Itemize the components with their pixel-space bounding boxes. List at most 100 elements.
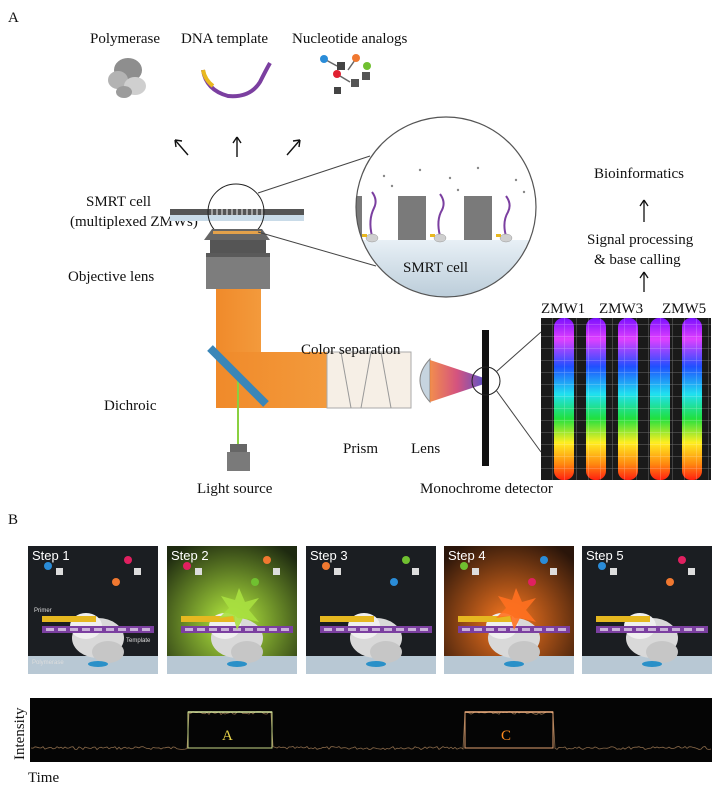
step-nucleotide [610,568,617,575]
step-nucleotide-dye [598,562,606,570]
step-base [130,628,138,631]
pulse-c-label: C [501,728,511,744]
step-polymerase-lobe [92,641,124,663]
smrt-cell-plate [170,209,304,221]
panel-a-label: A [8,10,19,26]
step-nucleotide [56,568,63,575]
step-nucleotide [550,568,557,575]
step-base [546,628,554,631]
step-panel-3: Step 3 [306,546,436,674]
smrt-cell-sublabel: (multiplexed ZMWs) [70,214,198,230]
step-base [696,628,704,631]
step-base [269,628,277,631]
step-label: Step 1 [32,548,70,563]
step-nucleotide-dye [402,556,410,564]
color-separation-label: Color separation [301,342,401,358]
step-base [600,628,608,631]
step-base [209,628,217,631]
step-anchor [227,661,247,667]
polymerase-icon [108,58,146,98]
zmw5-label: ZMW5 [662,301,706,317]
step-base [612,628,620,631]
step-base [118,628,126,631]
step-base [257,628,265,631]
step-base [336,628,344,631]
step-base [396,628,404,631]
step-panel-4: Step 4 [444,546,574,674]
step-nucleotide [134,568,141,575]
step-base [486,628,494,631]
step-base [684,628,692,631]
step-base [648,628,656,631]
monochrome-detector [482,330,489,466]
step-base [384,628,392,631]
step-nucleotide-dye [540,556,548,564]
step-nucleotide-dye [251,578,259,586]
step-base [672,628,680,631]
step-base [197,628,205,631]
step-nucleotide [195,568,202,575]
pipeline-arrow-upper [639,199,649,222]
step-base [281,628,289,631]
dichroic-mirror [207,345,269,407]
step-base [106,628,114,631]
step-nucleotide-dye [666,578,674,586]
smrt-cell-label: SMRT cell [86,194,151,210]
time-axis-label: Time [28,770,59,786]
light-source-label: Light source [197,481,273,497]
step-anchor [366,661,386,667]
step-nucleotide [412,568,419,575]
step-nucleotide-dye [112,578,120,586]
step-nucleotide-dye [390,578,398,586]
step-base [142,628,150,631]
step-base [522,628,530,631]
nucleotide-analogs-label: Nucleotide analogs [292,31,408,47]
step-label: Step 4 [448,548,486,563]
step-base [636,628,644,631]
polymerase-label: Polymerase [32,660,64,666]
step-primer [320,616,374,622]
step-label: Step 3 [310,548,348,563]
step-base [58,628,66,631]
light-source [227,444,250,471]
step-base [372,628,380,631]
step-base [462,628,470,631]
step-nucleotide [334,568,341,575]
step-nucleotide [273,568,280,575]
step-primer [596,616,650,622]
step-nucleotide-dye [678,556,686,564]
step-nucleotide-dye [124,556,132,564]
step-nucleotide [472,568,479,575]
zmw3-label: ZMW3 [599,301,643,317]
step-anchor [88,661,108,667]
step-nucleotide [688,568,695,575]
step-base [420,628,428,631]
pipeline-arrow-lower [639,271,649,292]
step-nucleotide-dye [322,562,330,570]
step-base [348,628,356,631]
step-polymerase-lobe [646,641,678,663]
step-panel-5: Step 5 [582,546,712,674]
step-base [185,628,193,631]
step-base [221,628,229,631]
step-base [82,628,90,631]
step-anchor [504,661,524,667]
step-nucleotide-dye [183,562,191,570]
dichroic-label: Dichroic [104,398,157,414]
step-label: Step 2 [171,548,209,563]
pulse-a-label: A [222,728,233,744]
dna-template-label: DNA template [181,31,268,47]
panel-b-label: B [8,512,18,528]
step-nucleotide-dye [263,556,271,564]
zoom-line-top [257,155,371,194]
dna-template-icon [201,62,272,99]
monochrome-detector-label: Monochrome detector [420,481,553,497]
converging-cone [430,360,484,402]
step-polymerase-lobe [231,641,263,663]
step-fluorescence-flash [496,588,536,630]
nucleotide-analogs-icon [320,54,371,94]
objective-lens [204,229,270,289]
